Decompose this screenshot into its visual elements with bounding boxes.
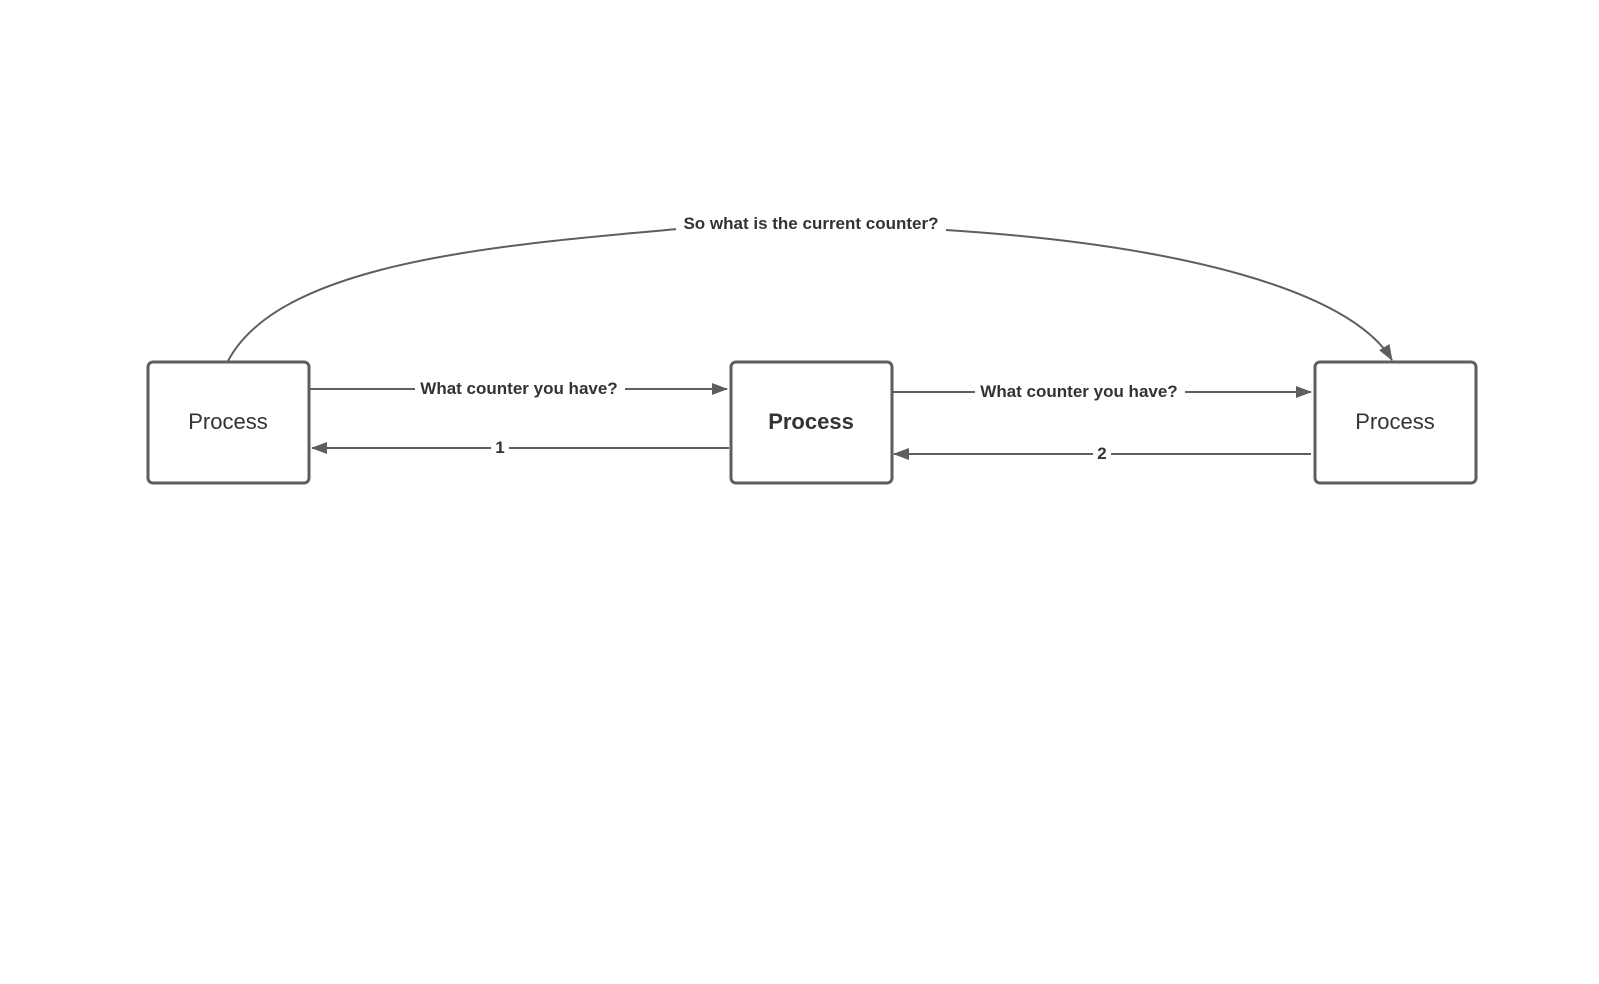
edge-label-background	[491, 436, 509, 458]
process-node-right-label: Process	[1355, 409, 1434, 434]
process-node-left[interactable]: Process	[146, 360, 311, 485]
edge-center-to-right-label: What counter you have?	[980, 382, 1177, 401]
edge-label-background	[415, 376, 625, 400]
process-node-left-box[interactable]	[146, 360, 311, 485]
edge-left-to-right-line[interactable]	[227, 220, 1393, 362]
edge-center-to-left[interactable]: 1	[311, 436, 729, 458]
process-node-center[interactable]: Process	[729, 360, 894, 485]
edge-right-to-center[interactable]: 2	[893, 442, 1311, 464]
edge-right-to-center-label: 2	[1097, 444, 1106, 463]
edge-label-background	[676, 209, 946, 235]
edge-center-to-left-label: 1	[495, 438, 504, 457]
edge-center-to-right[interactable]: What counter you have?	[893, 379, 1312, 403]
edge-left-to-right[interactable]: So what is the current counter?	[227, 209, 1393, 362]
process-node-right-box[interactable]	[1313, 360, 1478, 485]
edge-label-background	[1093, 442, 1111, 464]
edge-label-background	[975, 379, 1185, 403]
process-node-center-box[interactable]	[729, 360, 894, 485]
process-node-left-label: Process	[188, 409, 267, 434]
process-node-right[interactable]: Process	[1313, 360, 1478, 485]
edge-left-to-center[interactable]: What counter you have?	[310, 376, 728, 400]
process-node-center-label: Process	[768, 409, 854, 434]
edge-left-to-center-label: What counter you have?	[420, 379, 617, 398]
edge-left-to-right-label: So what is the current counter?	[683, 214, 938, 233]
